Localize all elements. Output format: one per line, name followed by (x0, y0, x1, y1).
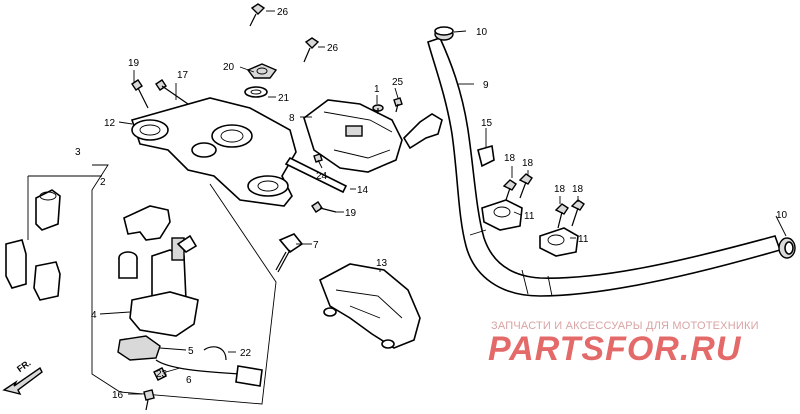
label-7: 7 (313, 240, 319, 251)
label-16: 16 (112, 390, 124, 401)
stem-rod (284, 153, 348, 194)
pinch-bolts (131, 79, 337, 213)
label-11-a: 11 (524, 211, 535, 222)
handlebar-lower-cover (318, 263, 421, 349)
label-17: 17 (177, 70, 189, 81)
holder-bolts (502, 173, 585, 229)
handlebar (427, 37, 782, 297)
clips-pair (5, 239, 61, 301)
label-19: 19 (345, 208, 357, 219)
label-9: 9 (483, 80, 489, 91)
label-12: 12 (104, 118, 116, 129)
label-4: 4 (91, 310, 97, 321)
label-22: 22 (240, 348, 252, 359)
group-3-bracket (27, 175, 102, 240)
ignition-switch-assembly-box (91, 164, 277, 405)
label-14: 14 (357, 185, 369, 196)
cover-screws (372, 97, 403, 114)
handlebar-holder-right (539, 227, 579, 257)
label-18-b: 18 (522, 158, 534, 169)
label-24: 24 (316, 171, 328, 182)
label-5: 5 (188, 346, 194, 357)
label-1: 1 (374, 84, 380, 95)
label-10-top: 10 (476, 27, 488, 38)
leader-lines (99, 10, 787, 395)
label-3: 3 (75, 147, 81, 158)
label-2: 2 (100, 177, 106, 188)
label-11-b: 11 (578, 234, 589, 245)
label-18-c: 18 (554, 184, 566, 195)
label-13: 13 (376, 258, 388, 269)
label-20: 20 (223, 62, 235, 73)
label-25: 25 (392, 77, 404, 88)
screw-16 (143, 389, 155, 411)
label-15: 15 (481, 118, 493, 129)
handlebar-holder-left (481, 199, 523, 231)
label-10-right: 10 (776, 210, 788, 221)
seal-bushing (35, 189, 61, 231)
ignition-switch-body (129, 234, 199, 337)
key-cylinder (118, 251, 138, 279)
front-direction-arrow (2, 366, 43, 396)
label-8: 8 (289, 113, 295, 124)
label-21: 21 (278, 93, 290, 104)
wire-clip (477, 144, 495, 168)
label-26-top: 26 (277, 7, 289, 18)
label-18-d: 18 (572, 184, 584, 195)
bar-end-cap-right (778, 237, 796, 259)
handlebar-upper-cover (303, 99, 443, 173)
switch-wiring (117, 335, 263, 387)
ignition-key (275, 233, 304, 273)
label-26: 26 (327, 43, 339, 54)
label-6: 6 (186, 375, 192, 386)
switch-cover-top (123, 205, 171, 241)
label-19-top: 19 (128, 58, 140, 69)
watermark-tagline: ЗАПЧАСТИ И АКСЕССУАРЫ ДЛЯ МОТОТЕХНИКИ (491, 320, 759, 332)
top-bridge (130, 97, 297, 207)
stem-nut-washer (244, 63, 278, 98)
label-18-a: 18 (504, 153, 516, 164)
label-23: 23 (156, 369, 168, 380)
stem-bolts (249, 3, 320, 63)
part-number-labels: 26 26 20 21 19 17 12 8 1 25 24 14 19 7 1… (75, 7, 788, 401)
watermark-logo: PARTSFOR.RU (488, 330, 742, 368)
